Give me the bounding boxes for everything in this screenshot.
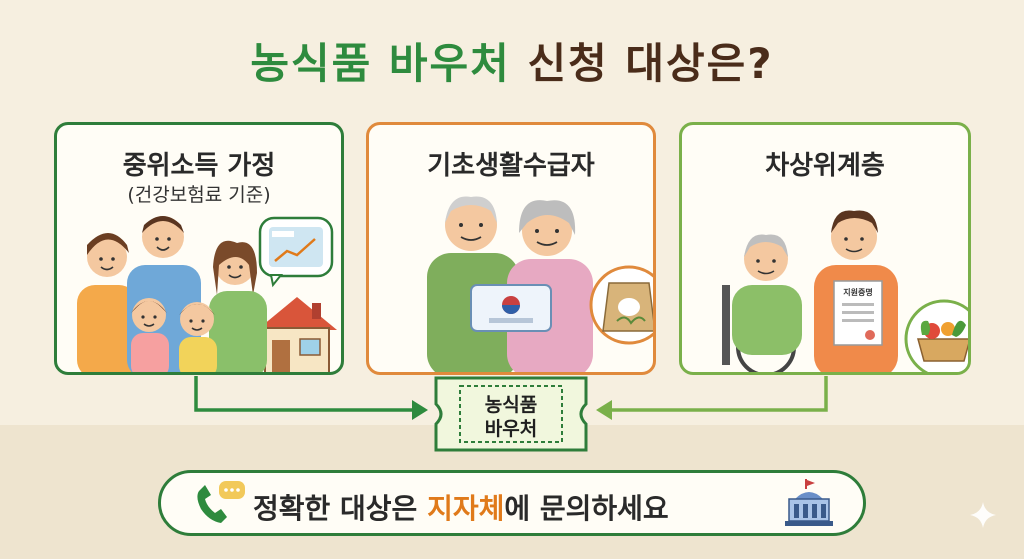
support-document-icon xyxy=(833,280,883,346)
phone-chat-icon xyxy=(197,481,245,523)
senior-youth-illustration: 지원증명 xyxy=(722,210,968,372)
house-icon xyxy=(257,297,337,372)
ticket-shape xyxy=(434,376,588,452)
sparkle-icon xyxy=(970,502,996,528)
card-near-poverty: 지원증명 차상위계층 xyxy=(679,122,971,375)
card-title: 차상위계층 xyxy=(765,151,885,181)
vegetable-basket-icon xyxy=(904,299,968,372)
notice-banner: 정확한 대상은 지자체에 문의하세요 xyxy=(158,470,866,536)
voucher-label: 농식품 바우처 xyxy=(484,394,538,440)
notice-text: 정확한 대상은 지자체에 문의하세요 xyxy=(253,492,669,525)
family-illustration xyxy=(77,216,337,372)
card-basic-livelihood: 기초생활수급자 xyxy=(366,122,656,375)
title-highlight: 농식품 바우처 xyxy=(250,39,511,88)
welfare-card-icon xyxy=(470,284,552,332)
chart-card-icon xyxy=(258,216,334,288)
card-title: 기초생활수급자 xyxy=(427,151,595,181)
document-label: 지원증명 xyxy=(843,287,872,297)
elderly-couple-illustration xyxy=(427,196,653,372)
card-title: 중위소득 가정 xyxy=(122,151,276,181)
card-middle-income: 중위소득 가정 (건강보험료 기준) xyxy=(54,122,344,375)
card-subtitle: (건강보험료 기준) xyxy=(127,184,271,206)
rice-bag-icon xyxy=(589,265,653,345)
notice-highlight: 지자체 xyxy=(427,492,505,525)
title-rest: 신청 대상은? xyxy=(510,39,774,88)
page-title: 농식품 바우처 신청 대상은? xyxy=(0,30,1024,91)
city-hall-icon xyxy=(785,479,833,526)
voucher-ticket: 농식품 바우처 xyxy=(432,374,590,454)
